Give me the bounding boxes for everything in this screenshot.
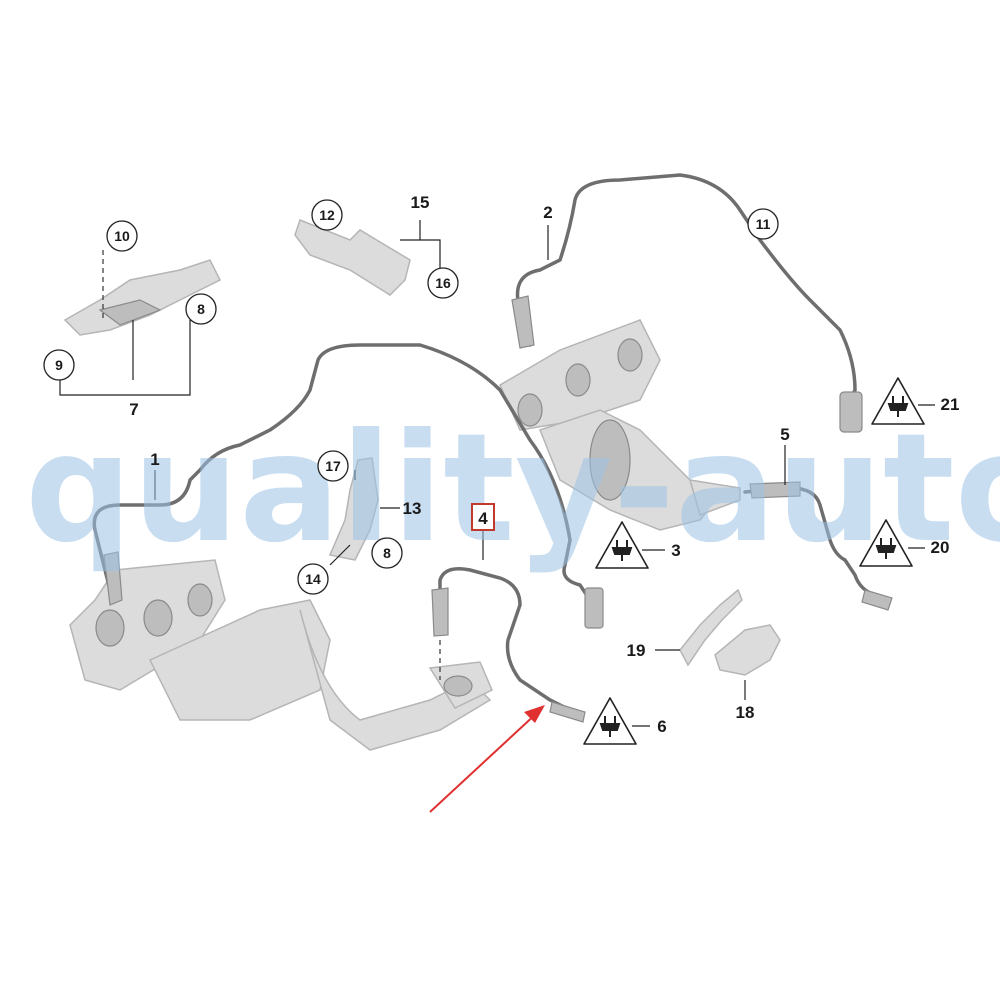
callout-11: 11 <box>747 208 779 240</box>
plug-warning-icon-6 <box>583 697 637 745</box>
label-7: 7 <box>129 400 138 419</box>
heat-shield <box>63 259 222 336</box>
svg-text:8: 8 <box>383 545 391 561</box>
callout-17: 17 <box>317 450 349 482</box>
svg-text:14: 14 <box>305 571 321 587</box>
label-20: 20 <box>931 538 950 557</box>
label-21: 21 <box>941 395 960 414</box>
callout-14: 14 <box>297 563 329 595</box>
label-1: 1 <box>150 450 159 469</box>
bracket-19 <box>679 588 743 667</box>
sensor-5-wire <box>743 481 893 611</box>
label-19: 19 <box>627 641 646 660</box>
svg-text:9: 9 <box>55 357 63 373</box>
svg-text:8: 8 <box>197 301 205 317</box>
label-13: 13 <box>403 499 422 518</box>
svg-text:11: 11 <box>756 216 771 232</box>
label-3: 3 <box>671 541 680 560</box>
svg-text:16: 16 <box>435 275 451 291</box>
callout-10: 10 <box>106 220 138 252</box>
svg-text:4: 4 <box>478 509 488 528</box>
label-6: 6 <box>657 717 666 736</box>
svg-text:12: 12 <box>319 207 335 223</box>
callout-12: 12 <box>311 199 343 231</box>
sensor-2-wire <box>511 173 863 433</box>
red-arrow <box>429 705 545 813</box>
left-exhaust-manifold <box>69 559 493 751</box>
svg-text:10: 10 <box>114 228 130 244</box>
connector-holder-18 <box>714 624 781 676</box>
sensor-4-wire <box>431 567 586 723</box>
watermark: quality-auto <box>25 402 1000 576</box>
bracket-13 <box>328 457 379 561</box>
svg-text:17: 17 <box>325 458 341 474</box>
right-exhaust-manifold <box>499 319 741 531</box>
label-5: 5 <box>780 425 789 444</box>
label-18: 18 <box>736 703 755 722</box>
bracket-12 <box>294 219 411 296</box>
callout-9: 9 <box>43 349 75 381</box>
label-4-highlighted: 4 <box>471 503 495 531</box>
plug-warning-icon-21 <box>871 377 925 425</box>
label-2: 2 <box>543 203 552 222</box>
callout-8-top: 8 <box>185 293 217 325</box>
label-15: 15 <box>411 193 430 212</box>
callout-16: 16 <box>427 267 459 299</box>
sensor-1-wire <box>92 343 604 629</box>
callout-8-mid: 8 <box>371 537 403 569</box>
